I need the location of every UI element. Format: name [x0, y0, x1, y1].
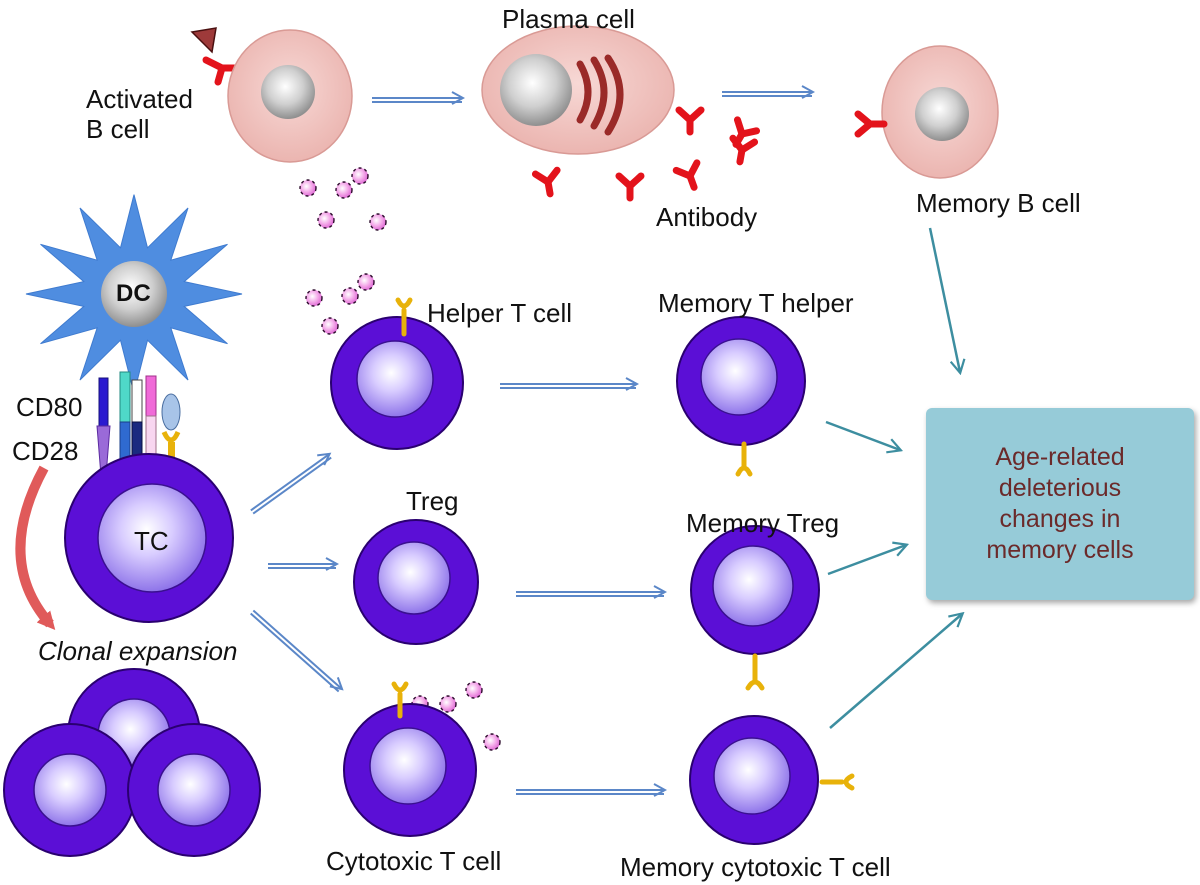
label-tc: TC — [134, 526, 169, 556]
outcome-box: Age-related deleterious changes in memor… — [926, 408, 1194, 600]
memory-cytotoxic-t-cell — [689, 715, 819, 845]
antibody-4 — [531, 166, 561, 198]
arrow-helper-to-memory — [500, 384, 636, 388]
antibody-receptor-activated-b — [202, 56, 240, 86]
label-treg: Treg — [406, 486, 459, 516]
antibody-2 — [729, 134, 759, 166]
arrow-cytotoxic-to-memory — [516, 790, 664, 794]
plasma-cell-nucleus — [500, 54, 572, 126]
helper-t-cell — [330, 316, 464, 450]
label-helper-t-cell: Helper T cell — [427, 298, 572, 328]
antibody-1 — [675, 106, 705, 136]
clonal-cluster — [3, 668, 261, 857]
cytokine-dot — [317, 211, 335, 229]
activated-b-cell-nucleus — [261, 65, 315, 119]
arrow-memory-treg-to-outcome — [827, 545, 906, 576]
cytokine-dot — [341, 287, 359, 305]
tcr-receptors — [391, 297, 855, 791]
memory-treg-cell — [690, 525, 820, 655]
costimulatory-receptors — [96, 371, 181, 477]
cytotoxic-t-cell — [343, 703, 477, 837]
label-cd28: CD28 — [12, 436, 79, 466]
antibody-receptor-memory-b — [854, 110, 888, 138]
label-activated-b-cell: Activated B cell — [86, 84, 193, 144]
cytokine-dot — [335, 181, 353, 199]
cytokine-dot — [483, 733, 501, 751]
cytokine-dot — [369, 213, 387, 231]
arrow-tc-to-helper — [250, 454, 332, 515]
cytokine-dot — [305, 289, 323, 307]
memory-b-cell-nucleus — [915, 87, 969, 141]
cytokine-dot — [321, 317, 339, 335]
memory-t-helper-cell — [676, 316, 806, 446]
arrow-treg-to-memory — [516, 592, 664, 596]
arrow-tc-to-treg — [268, 564, 336, 568]
arrow-memory-b-to-outcome — [928, 227, 960, 372]
label-antibody: Antibody — [656, 202, 758, 232]
cytokine-dot — [357, 273, 375, 291]
arrow-tc-to-cytotoxic — [250, 609, 342, 693]
dendritic-cell-nucleus — [101, 261, 167, 327]
cytokine-dot — [465, 681, 483, 699]
arrow-memory-ctl-to-outcome — [829, 614, 962, 729]
antibody-6 — [732, 116, 761, 148]
t-cells — [330, 316, 820, 845]
arrow-memory-th-to-outcome — [825, 420, 900, 450]
label-memory-treg: Memory Treg — [686, 508, 840, 538]
treg-cell — [353, 519, 479, 645]
label-cytotoxic-t-cell: Cytotoxic T cell — [326, 846, 502, 876]
label-memory-t-helper: Memory T helper — [658, 288, 854, 318]
label-clonal-expansion: Clonal expansion — [38, 636, 238, 666]
plasma-cell-er — [576, 54, 624, 136]
antigen-triangle — [190, 27, 217, 54]
antibodies — [531, 106, 761, 202]
label-plasma-cell: Plasma cell — [502, 4, 635, 34]
label-cd80: CD80 — [16, 392, 83, 422]
antibody-3 — [672, 159, 701, 191]
transition-arrows — [250, 384, 664, 794]
outcome-text: Age-related deleterious changes in memor… — [986, 443, 1134, 564]
label-memory-cytotoxic-t-cell: Memory cytotoxic T cell — [620, 852, 891, 882]
clonal-expansion-arrow — [15, 465, 56, 631]
cytokine-dot — [351, 167, 369, 185]
cytokine-dot — [439, 695, 457, 713]
antibody-5 — [615, 172, 645, 202]
label-memory-b-cell: Memory B cell — [916, 188, 1081, 218]
label-dc: DC — [116, 280, 151, 307]
tc-cell-nucleus — [97, 483, 207, 593]
cytokine-dot — [299, 179, 317, 197]
